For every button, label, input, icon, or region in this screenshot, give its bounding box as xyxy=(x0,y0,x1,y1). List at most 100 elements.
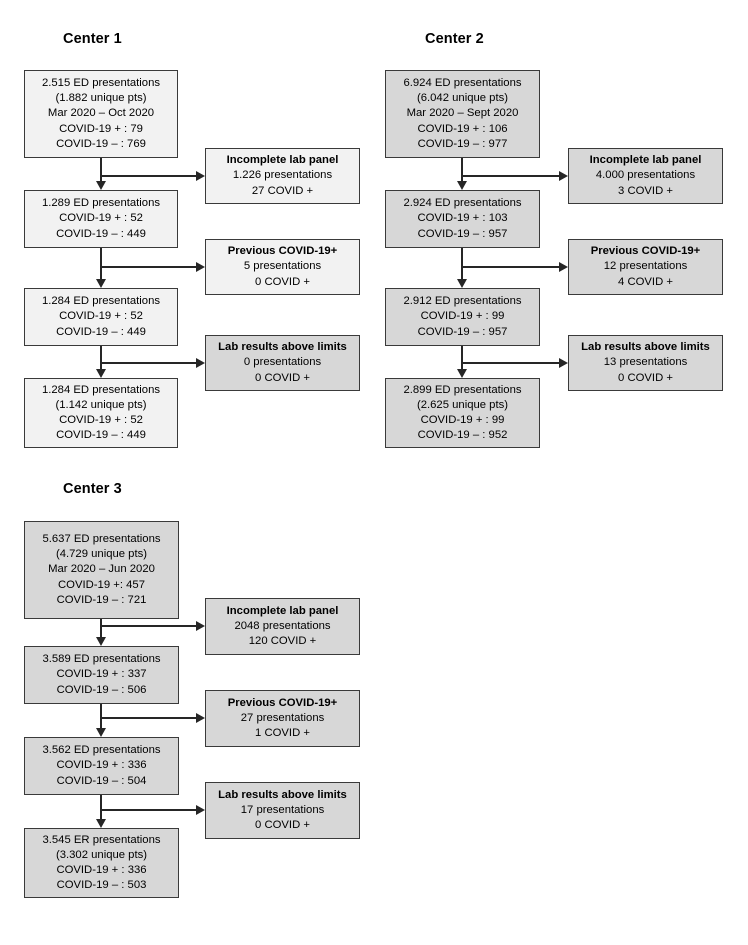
arrow-right-icon xyxy=(196,261,205,272)
box-heading: Incomplete lab panel xyxy=(226,154,339,167)
box-line: 2.515 ED presentations xyxy=(41,76,161,89)
arrow-right-icon xyxy=(196,712,205,723)
arrow-down-icon xyxy=(456,279,467,288)
box-line: 0 COVID + xyxy=(618,371,673,384)
box-line: (3.302 unique pts) xyxy=(55,848,148,861)
center2-exclusion-previous-covid: Previous COVID-19+ 12 presentations 4 CO… xyxy=(568,239,723,295)
box-line: COVID-19 + : 99 xyxy=(420,310,505,323)
arrow-right-icon xyxy=(196,804,205,815)
box-heading: Previous COVID-19+ xyxy=(227,245,338,258)
arrow-down-icon xyxy=(456,369,467,378)
box-line: 0 COVID + xyxy=(255,371,310,384)
center-3-title: Center 3 xyxy=(63,481,122,497)
center2-exclusion-lab-above-limits: Lab results above limits 13 presentation… xyxy=(568,335,723,391)
box-line: 5 presentations xyxy=(243,260,322,273)
box-line: 17 presentations xyxy=(240,803,325,816)
center2-main-4: 2.899 ED presentations (2.625 unique pts… xyxy=(385,378,540,448)
box-line: COVID-19 – : 957 xyxy=(417,325,508,338)
box-line: Mar 2020 – Jun 2020 xyxy=(48,563,155,576)
box-line: (6.042 unique pts) xyxy=(416,92,509,105)
box-line: COVID-19 – : 504 xyxy=(56,774,147,787)
box-line: COVID-19 + : 52 xyxy=(59,310,143,323)
box-line: 13 presentations xyxy=(603,356,688,369)
box-line: 3.545 ER presentations xyxy=(42,833,161,846)
box-line: COVID-19 – : 977 xyxy=(417,137,508,150)
box-line: 2.924 ED presentations xyxy=(403,197,522,210)
connector-hline xyxy=(100,175,200,178)
center3-main-3: 3.562 ED presentations COVID-19 + : 336 … xyxy=(24,737,179,795)
box-line: 27 presentations xyxy=(240,711,325,724)
box-line: 2.899 ED presentations xyxy=(403,383,522,396)
center3-exclusion-previous-covid: Previous COVID-19+ 27 presentations 1 CO… xyxy=(205,690,360,747)
arrow-right-icon xyxy=(559,357,568,368)
connector-vline xyxy=(100,346,103,369)
box-line: 2048 presentations xyxy=(234,619,331,632)
box-heading: Lab results above limits xyxy=(218,341,347,354)
box-line: 12 presentations xyxy=(603,260,688,273)
arrow-right-icon xyxy=(196,357,205,368)
box-line: 1.284 ED presentations xyxy=(41,295,161,308)
box-line: 27 COVID + xyxy=(251,184,314,197)
box-line: 3 COVID + xyxy=(618,184,673,197)
box-line: 4.000 presentations xyxy=(595,169,696,182)
center3-main-4: 3.545 ER presentations (3.302 unique pts… xyxy=(24,828,179,898)
center2-exclusion-incomplete-lab-panel: Incomplete lab panel 4.000 presentations… xyxy=(568,148,723,204)
box-line: COVID-19 + : 99 xyxy=(420,414,505,426)
connector-hline xyxy=(100,717,200,720)
arrow-right-icon xyxy=(559,261,568,272)
arrow-down-icon xyxy=(95,279,106,288)
box-line: COVID-19 + : 336 xyxy=(56,864,147,876)
box-line: Mar 2020 – Oct 2020 xyxy=(47,107,155,120)
box-line: COVID-19 + : 337 xyxy=(56,668,147,681)
box-heading: Incomplete lab panel xyxy=(226,604,339,617)
box-heading: Lab results above limits xyxy=(218,788,347,801)
connector-hline xyxy=(461,266,563,269)
connector-hline xyxy=(461,362,563,365)
center2-main-2: 2.924 ED presentations COVID-19 + : 103 … xyxy=(385,190,540,248)
connector-vline xyxy=(461,346,464,369)
connector-vline xyxy=(461,248,464,279)
box-line: COVID-19 – : 506 xyxy=(56,683,147,696)
box-line: (1.882 unique pts) xyxy=(55,92,147,105)
center1-main-2: 1.289 ED presentations COVID-19 + : 52 C… xyxy=(24,190,178,248)
box-line: Mar 2020 – Sept 2020 xyxy=(406,107,519,120)
box-line: COVID-19 – : 449 xyxy=(56,429,146,442)
box-heading: Incomplete lab panel xyxy=(589,154,702,167)
center3-exclusion-incomplete-lab-panel: Incomplete lab panel 2048 presentations … xyxy=(205,598,360,655)
box-line: COVID-19 + : 336 xyxy=(56,759,147,772)
box-line: COVID-19 + : 103 xyxy=(417,212,508,225)
box-line: COVID-19 – : 721 xyxy=(56,593,147,606)
box-line: COVID-19 – : 503 xyxy=(56,879,147,892)
box-line: 0 presentations xyxy=(243,356,322,369)
box-line: 6.924 ED presentations xyxy=(403,76,522,89)
connector-hline xyxy=(100,809,200,812)
center3-main-1: 5.637 ED presentations (4.729 unique pts… xyxy=(24,521,179,619)
center2-main-1: 6.924 ED presentations (6.042 unique pts… xyxy=(385,70,540,158)
center1-exclusion-lab-above-limits: Lab results above limits 0 presentations… xyxy=(205,335,360,391)
box-line: 1 COVID + xyxy=(255,727,310,740)
connector-vline xyxy=(100,248,103,279)
connector-hline xyxy=(461,175,563,178)
connector-vline xyxy=(100,795,103,821)
arrow-down-icon xyxy=(95,181,106,190)
center1-main-4: 1.284 ED presentations (1.142 unique pts… xyxy=(24,378,178,448)
box-line: 1.289 ED presentations xyxy=(41,197,161,210)
arrow-right-icon xyxy=(196,170,205,181)
connector-vline xyxy=(100,619,103,639)
box-line: 2.912 ED presentations xyxy=(403,295,522,308)
arrow-down-icon xyxy=(95,728,106,737)
center3-main-2: 3.589 ED presentations COVID-19 + : 337 … xyxy=(24,646,179,704)
box-line: COVID-19 + : 106 xyxy=(417,122,508,135)
box-line: COVID-19 – : 449 xyxy=(56,325,146,338)
box-line: 0 COVID + xyxy=(255,275,310,288)
center1-main-3: 1.284 ED presentations COVID-19 + : 52 C… xyxy=(24,288,178,346)
arrow-down-icon xyxy=(95,637,106,646)
box-line: 0 COVID + xyxy=(255,819,310,832)
box-line: 1.226 presentations xyxy=(232,169,333,182)
connector-hline xyxy=(100,625,200,628)
box-line: 5.637 ED presentations xyxy=(42,532,161,545)
connector-hline xyxy=(100,266,200,269)
box-line: 1.284 ED presentations xyxy=(41,383,161,396)
box-line: COVID-19 – : 952 xyxy=(417,429,508,442)
